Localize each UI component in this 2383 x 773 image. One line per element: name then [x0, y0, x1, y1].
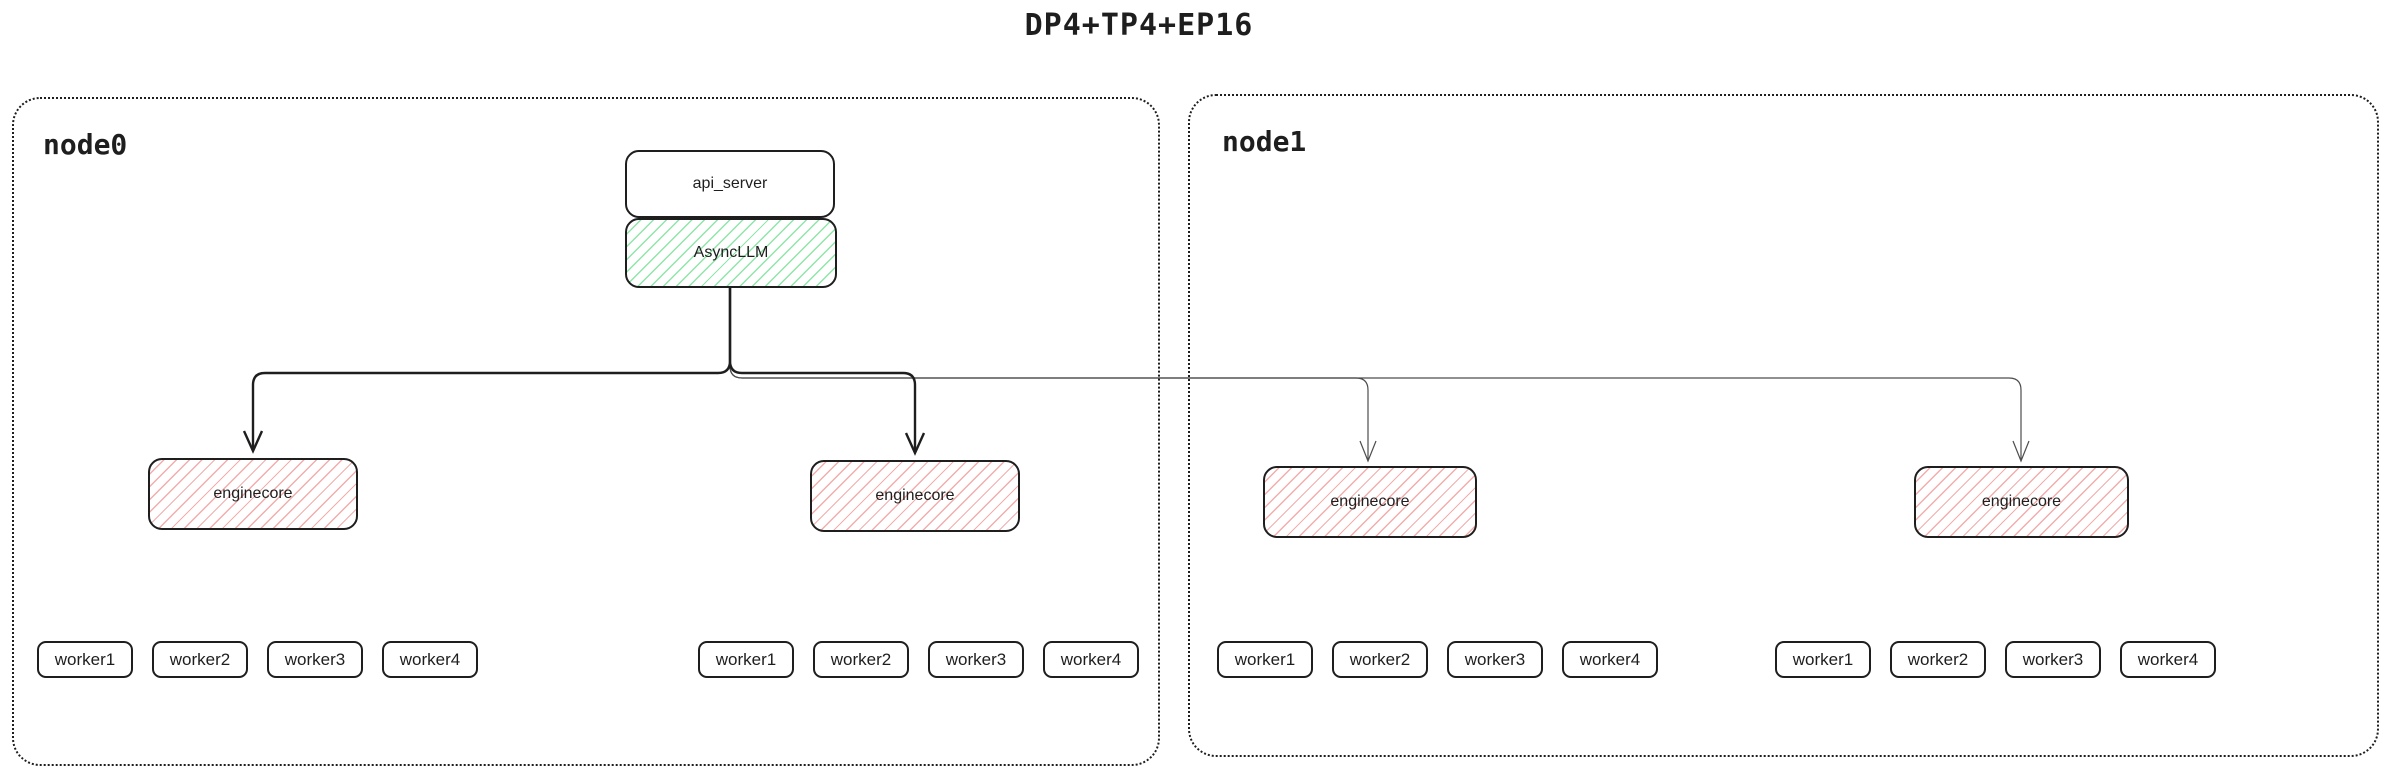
asyncllm-box: AsyncLLM	[625, 218, 837, 288]
api-server-box: api_server	[625, 150, 835, 218]
worker-label: worker2	[1907, 649, 1969, 669]
asyncllm-label: AsyncLLM	[693, 244, 769, 261]
worker-label: worker3	[1464, 649, 1526, 669]
node0-label: node0	[43, 128, 128, 161]
worker-label: worker4	[2137, 649, 2199, 669]
worker-group-4: worker1 worker2 worker3 worker4	[1775, 641, 2216, 678]
enginecore2-box: enginecore	[810, 460, 1020, 532]
enginecore2-label: enginecore	[875, 487, 955, 504]
enginecore4-box: enginecore	[1914, 466, 2129, 538]
worker-label: worker1	[1792, 649, 1854, 669]
worker-label: worker2	[1349, 649, 1411, 669]
worker-label: worker2	[169, 649, 231, 669]
worker-box: worker4	[1043, 641, 1139, 678]
worker-box: worker3	[928, 641, 1024, 678]
diagram-title: DP4+TP4+EP16	[1024, 8, 1254, 43]
worker-box: worker2	[1890, 641, 1986, 678]
worker-box: worker4	[382, 641, 478, 678]
worker-label: worker1	[54, 649, 116, 669]
worker-box: worker3	[2005, 641, 2101, 678]
worker-box: worker3	[267, 641, 363, 678]
worker-box: worker4	[2120, 641, 2216, 678]
worker-label: worker2	[830, 649, 892, 669]
worker-box: worker1	[1775, 641, 1871, 678]
worker-label: worker4	[399, 649, 461, 669]
worker-box: worker2	[813, 641, 909, 678]
enginecore1-label: enginecore	[213, 485, 293, 502]
worker-label: worker3	[284, 649, 346, 669]
node1-label: node1	[1222, 125, 1307, 158]
enginecore4-label: enginecore	[1981, 493, 2062, 510]
enginecore3-box: enginecore	[1263, 466, 1477, 538]
worker-box: worker1	[37, 641, 133, 678]
worker-group-3: worker1 worker2 worker3 worker4	[1217, 641, 1658, 678]
worker-group-2: worker1 worker2 worker3 worker4	[698, 641, 1139, 678]
worker-box: worker4	[1562, 641, 1658, 678]
worker-box: worker1	[1217, 641, 1313, 678]
worker-box: worker1	[698, 641, 794, 678]
worker-label: worker1	[715, 649, 777, 669]
worker-label: worker4	[1579, 649, 1641, 669]
worker-label: worker1	[1234, 649, 1296, 669]
enginecore3-label: enginecore	[1330, 493, 1410, 510]
worker-box: worker2	[152, 641, 248, 678]
worker-label: worker3	[945, 649, 1007, 669]
worker-box: worker3	[1447, 641, 1543, 678]
worker-group-1: worker1 worker2 worker3 worker4	[37, 641, 478, 678]
api-server-label: api_server	[692, 175, 768, 192]
worker-box: worker2	[1332, 641, 1428, 678]
worker-label: worker4	[1060, 649, 1122, 669]
enginecore1-box: enginecore	[148, 458, 358, 530]
worker-label: worker3	[2022, 649, 2084, 669]
